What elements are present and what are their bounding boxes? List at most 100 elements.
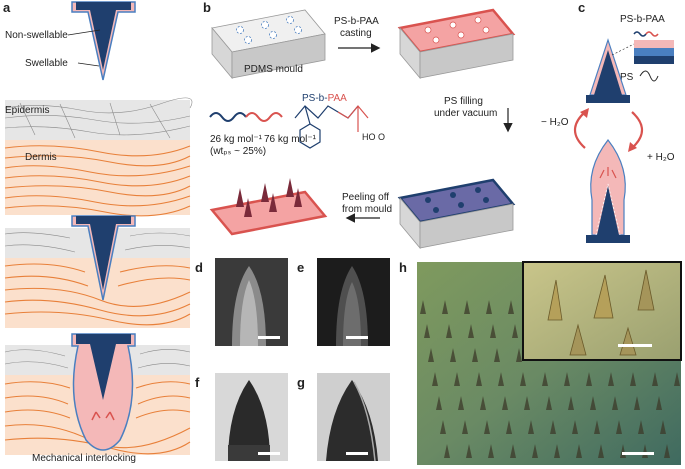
label-filling-2: under vacuum [434,108,497,119]
microneedle [468,324,474,338]
label-plus-water: + H₂O [647,152,675,163]
panel-c: c PS-b-PAA PS − H₂O + H₂O [541,0,675,243]
microneedle [594,420,600,434]
microneedle [590,396,596,410]
label-pspaa: PS-b-PAA [620,14,665,25]
microneedle-schematic [71,1,136,81]
microneedle [436,396,442,410]
microneedle [652,372,658,386]
swollen-needle [586,139,630,243]
microneedle [420,300,426,314]
micrograph-f: f [195,373,288,461]
microneedle [542,372,548,386]
microneedle [444,444,450,458]
label-epidermis: Epidermis [5,105,49,116]
microneedle [508,300,514,314]
label-casting-2: casting [340,28,372,39]
microneedle [638,420,644,434]
microneedle [510,444,516,458]
micrograph-e: e [297,258,390,346]
microneedle [612,396,618,410]
microneedle [630,372,636,386]
filled-mould [397,178,516,250]
microneedle [608,372,614,386]
panel-b: b PDMS mould PS-b-PAA casting [203,0,516,250]
microneedle [486,300,492,314]
microneedle [576,444,582,458]
microneedle [446,324,452,338]
microneedle [546,396,552,410]
microneedle [554,444,560,458]
panel-c-letter: c [578,0,585,15]
microneedle [586,372,592,386]
panel-a: a Non-swellable Swellable [3,0,193,464]
label-pdms-mould: PDMS mould [244,64,303,75]
micrograph-d: d [195,258,288,346]
microneedle [466,444,472,458]
label-minus-water: − H₂O [541,117,569,128]
microneedle [440,420,446,434]
microneedle [598,444,604,458]
microneedle [464,300,470,314]
label-polymer: PS-b-PAA [302,93,347,104]
microneedle [532,444,538,458]
microneedle [458,396,464,410]
microneedle-patch [209,178,328,236]
skin-block-swollen [4,333,191,455]
microneedle [634,396,640,410]
label-ps: PS [620,72,634,83]
swelling-cycle-arrows [573,108,644,152]
microneedle [664,444,670,458]
microneedle [428,348,434,362]
microneedle [528,420,534,434]
label-interlocking: Mechanical interlocking [32,453,136,464]
microneedle [572,420,578,434]
panel-g-letter: g [297,375,305,390]
microneedle [506,420,512,434]
microneedle [494,348,500,362]
microneedle [516,348,522,362]
microneedle [524,396,530,410]
microneedle [568,396,574,410]
skin-block-inserted [4,215,191,328]
panel-h-letter: h [399,260,407,275]
microneedle [564,372,570,386]
panel-d-letter: d [195,260,203,275]
microneedle [502,396,508,410]
microneedle [490,324,496,338]
microneedle [488,444,494,458]
label-non-swellable: Non-swellable [5,30,68,41]
microneedle [472,348,478,362]
label-peel-1: Peeling off [342,192,389,203]
pdms-mould [211,9,326,80]
label-peel-2: from mould [342,204,392,215]
inset [522,261,682,361]
microneedle [484,420,490,434]
scale-bar-h [622,452,654,455]
layer-stack [634,40,674,64]
microneedle [616,420,622,434]
micrograph-g: g [297,373,390,462]
microneedle [660,420,666,434]
microneedle [674,372,680,386]
label-casting-1: PS-b-PAA [334,16,379,27]
cast-mould [397,8,516,80]
microneedle [442,300,448,314]
label-mw-ps: 26 kg mol⁻¹ [210,134,263,145]
microneedle [498,372,504,386]
panel-f-letter: f [195,375,200,390]
microneedle [520,372,526,386]
microneedle [424,324,430,338]
microneedle [450,348,456,362]
polymer-structure: HO O [209,105,385,149]
label-dermis: Dermis [25,152,57,163]
microneedle [512,324,518,338]
panel-h: h [399,260,682,465]
carboxyl-group-label: HO O [362,132,385,142]
label-swellable: Swellable [25,58,68,69]
microneedle [656,396,662,410]
label-mw-paa: 76 kg mol⁻¹ [264,134,317,145]
microneedle [550,420,556,434]
panel-b-letter: b [203,0,211,15]
